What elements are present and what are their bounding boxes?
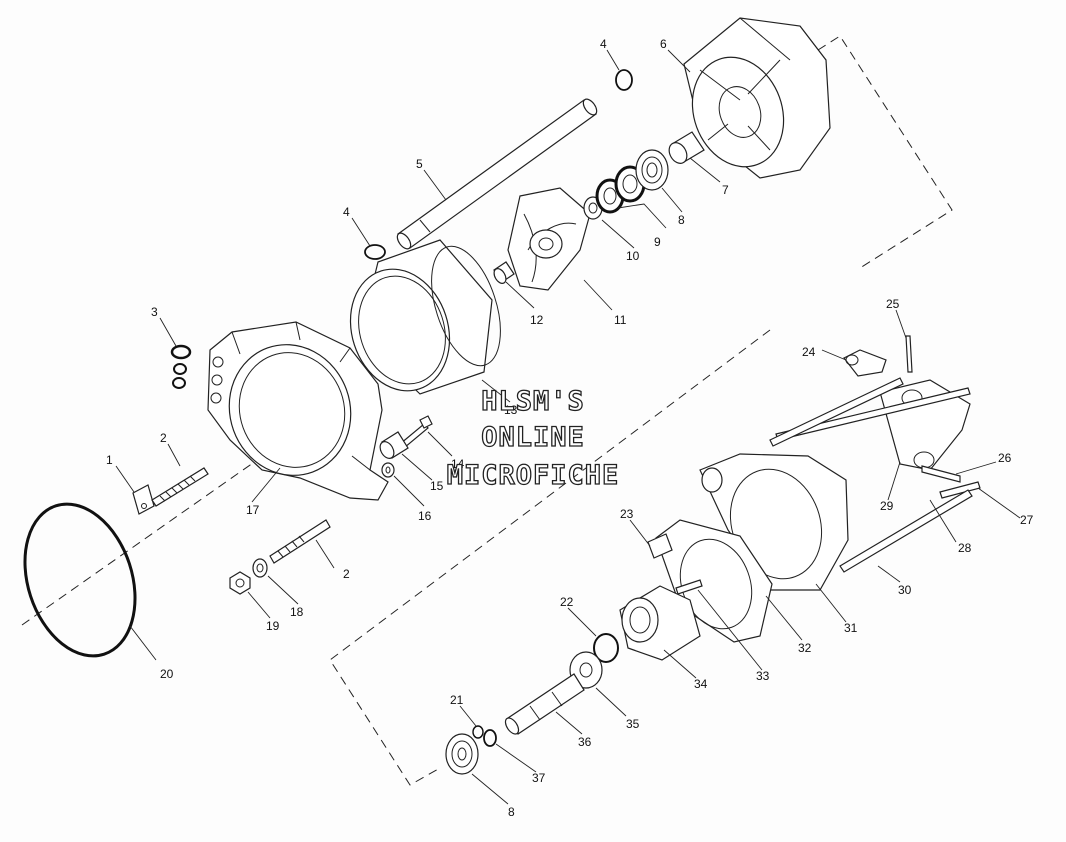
drive-shaft-5 bbox=[396, 98, 598, 250]
wear-ring-13 bbox=[349, 239, 501, 395]
bearing-8-lower bbox=[445, 733, 479, 775]
spacer-15 bbox=[379, 431, 409, 459]
output-shaft-36 bbox=[504, 673, 585, 735]
callout-21: 21 bbox=[450, 693, 464, 707]
stator-housing-6 bbox=[683, 17, 831, 179]
washer-18 bbox=[252, 558, 268, 578]
callout-14: 14 bbox=[451, 457, 465, 471]
callout-3: 3 bbox=[151, 305, 158, 319]
o-ring-4-lower bbox=[364, 244, 386, 260]
callout-35: 35 bbox=[626, 717, 640, 731]
callout-24: 24 bbox=[802, 345, 816, 359]
callout-7: 7 bbox=[722, 183, 729, 197]
o-ring-set-3 bbox=[170, 344, 192, 389]
callout-4a: 4 bbox=[600, 37, 607, 51]
nut-19 bbox=[229, 571, 251, 595]
pin-33 bbox=[675, 579, 703, 595]
ring-21 bbox=[472, 725, 484, 739]
callout-6: 6 bbox=[660, 37, 667, 51]
callout-12: 12 bbox=[530, 313, 544, 327]
callout-29: 29 bbox=[880, 499, 894, 513]
bracket-lower-group bbox=[329, 329, 771, 786]
callout-2b: 2 bbox=[343, 567, 350, 581]
callout-11: 11 bbox=[614, 313, 627, 327]
callout-5: 5 bbox=[416, 157, 423, 171]
bearing-8-upper bbox=[635, 149, 669, 191]
callout-labels: 1 2 2 3 4 4 5 6 7 8 8 9 10 11 12 13 14 1… bbox=[106, 37, 1034, 819]
plate-1 bbox=[132, 484, 155, 515]
callout-9: 9 bbox=[654, 235, 661, 249]
callout-32: 32 bbox=[798, 641, 812, 655]
o-ring-4-upper bbox=[615, 69, 633, 91]
bolt-27 bbox=[939, 481, 981, 499]
callout-15: 15 bbox=[430, 479, 444, 493]
callout-34: 34 bbox=[694, 677, 708, 691]
callout-2a: 2 bbox=[160, 431, 167, 445]
watermark-line-1: HLSM'S bbox=[481, 386, 585, 417]
callout-37: 37 bbox=[532, 771, 546, 785]
bolt-26 bbox=[921, 465, 961, 483]
callout-36: 36 bbox=[578, 735, 592, 749]
sleeve-12 bbox=[493, 261, 515, 284]
callout-19: 19 bbox=[266, 619, 280, 633]
callout-4b: 4 bbox=[343, 205, 350, 219]
washer-16 bbox=[381, 462, 395, 478]
ring-22 bbox=[593, 633, 619, 663]
label-23 bbox=[647, 533, 673, 559]
callout-25: 25 bbox=[886, 297, 900, 311]
reduction-housing-31 bbox=[699, 453, 849, 591]
watermark: HLSM'S ONLINE MICROFICHE bbox=[446, 385, 620, 491]
sleeve-7 bbox=[668, 131, 705, 164]
callout-23: 23 bbox=[620, 507, 634, 521]
pump-housing-17 bbox=[207, 321, 389, 501]
callout-8b: 8 bbox=[508, 805, 515, 819]
callout-13: 13 bbox=[504, 403, 518, 417]
ring-37 bbox=[483, 729, 497, 747]
callout-31: 31 bbox=[844, 621, 858, 635]
leader-lines bbox=[115, 49, 1021, 805]
long-bolt-30 bbox=[839, 489, 973, 573]
bracket-29 bbox=[879, 379, 971, 471]
axis-line-left bbox=[21, 429, 301, 626]
callout-22: 22 bbox=[560, 595, 574, 609]
callout-26: 26 bbox=[998, 451, 1012, 465]
gear-assembly-34 bbox=[619, 585, 701, 661]
callout-27: 27 bbox=[1020, 513, 1034, 527]
callout-17: 17 bbox=[246, 503, 260, 517]
bracket-24 bbox=[843, 349, 887, 377]
callout-16: 16 bbox=[418, 509, 432, 523]
callout-1: 1 bbox=[106, 453, 113, 467]
watermark-line-3: MICROFICHE bbox=[447, 460, 620, 491]
callout-33: 33 bbox=[756, 669, 770, 683]
long-bolt-upper bbox=[769, 377, 904, 447]
callout-30: 30 bbox=[898, 583, 912, 597]
bolt-25 bbox=[905, 335, 913, 373]
o-ring-20 bbox=[23, 502, 137, 658]
watermark-line-2: ONLINE bbox=[481, 422, 585, 453]
shim-35 bbox=[569, 651, 603, 689]
callout-20: 20 bbox=[160, 667, 174, 681]
callout-8a: 8 bbox=[678, 213, 685, 227]
callout-28: 28 bbox=[958, 541, 972, 555]
bracket-upper-group bbox=[817, 35, 953, 269]
callout-10: 10 bbox=[626, 249, 640, 263]
stud-2-upper bbox=[151, 467, 209, 507]
stud-2-lower bbox=[269, 519, 331, 564]
impeller-11 bbox=[507, 187, 591, 291]
callout-18: 18 bbox=[290, 605, 304, 619]
